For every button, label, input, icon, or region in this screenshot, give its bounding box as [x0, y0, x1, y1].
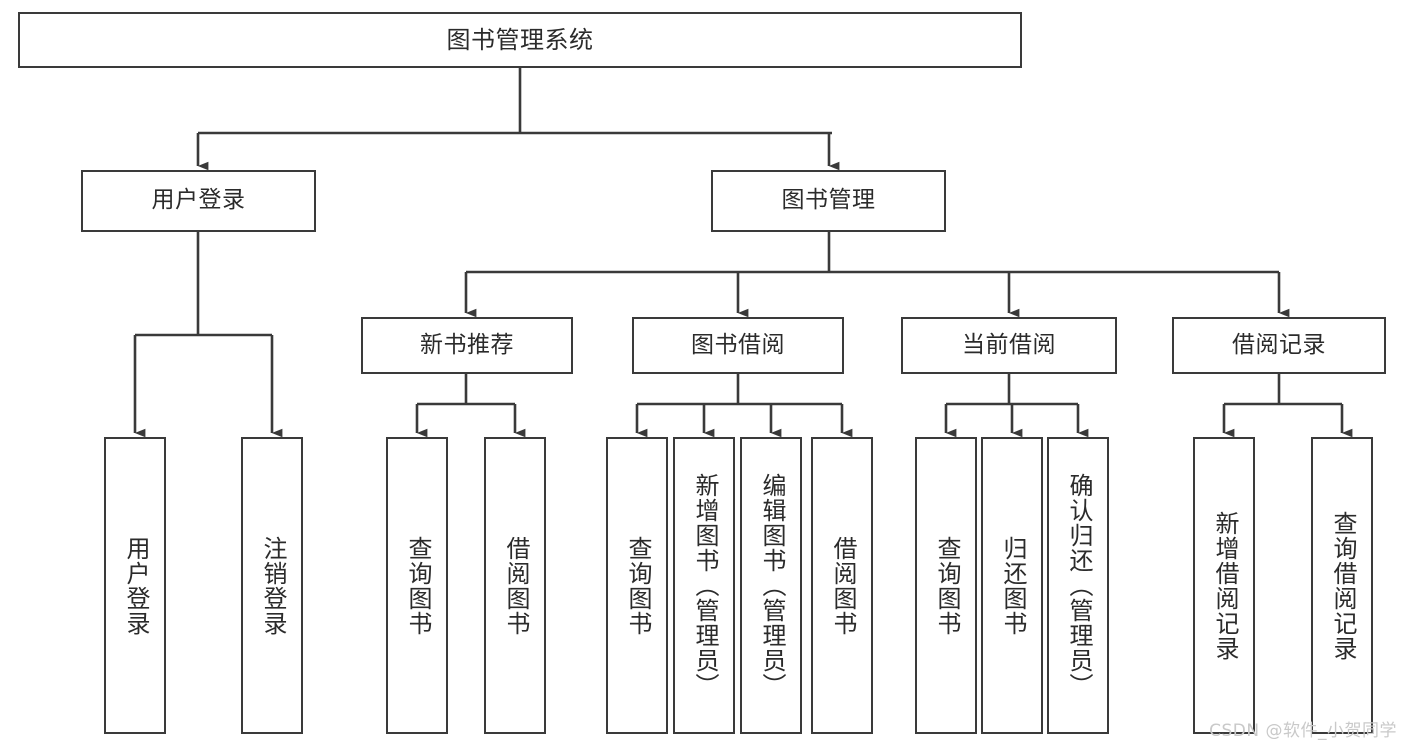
node-leaf-query-book-3[interactable]: 查询图书	[915, 437, 977, 734]
node-leaf-add-book[interactable]: 新增图书（管理员）	[673, 437, 735, 734]
node-label: 新增图书（管理员）	[690, 473, 719, 698]
watermark-text: CSDN @软件_小贺同学	[1209, 721, 1397, 741]
node-borrow-record[interactable]: 借阅记录	[1172, 317, 1386, 374]
node-label: 编辑图书（管理员）	[757, 473, 786, 698]
node-user-login[interactable]: 用户登录	[81, 170, 316, 232]
node-book-management[interactable]: 图书管理	[711, 170, 946, 232]
node-label: 确认归还（管理员）	[1064, 473, 1093, 698]
node-leaf-user-login[interactable]: 用户登录	[104, 437, 166, 734]
node-label: 图书管理	[781, 187, 876, 214]
node-label: 归还图书	[998, 535, 1027, 636]
node-leaf-add-borrow-record[interactable]: 新增借阅记录	[1193, 437, 1255, 734]
node-leaf-borrow-book-1[interactable]: 借阅图书	[484, 437, 546, 734]
node-label: 查询图书	[403, 535, 432, 636]
node-current-borrow[interactable]: 当前借阅	[901, 317, 1117, 374]
node-leaf-logout-login[interactable]: 注销登录	[241, 437, 303, 734]
node-leaf-return-book[interactable]: 归还图书	[981, 437, 1043, 734]
node-label: 查询图书	[623, 535, 652, 636]
node-label: 用户登录	[151, 187, 246, 214]
node-label: 当前借阅	[962, 331, 1056, 358]
node-label: 借阅图书	[501, 535, 530, 636]
node-label: 新书推荐	[420, 331, 514, 358]
node-label: 图书借阅	[691, 331, 785, 358]
node-leaf-query-book-2[interactable]: 查询图书	[606, 437, 668, 734]
node-label: 新增借阅记录	[1210, 510, 1239, 661]
node-new-book-recommend[interactable]: 新书推荐	[361, 317, 573, 374]
node-label: 查询图书	[932, 535, 961, 636]
node-label: 图书管理系统	[446, 25, 594, 54]
node-label: 用户登录	[121, 535, 150, 636]
node-label: 注销登录	[258, 535, 287, 636]
node-leaf-edit-book[interactable]: 编辑图书（管理员）	[740, 437, 802, 734]
node-label: 借阅记录	[1232, 331, 1326, 358]
node-label: 借阅图书	[828, 535, 857, 636]
node-leaf-confirm-return[interactable]: 确认归还（管理员）	[1047, 437, 1109, 734]
node-leaf-query-borrow-record[interactable]: 查询借阅记录	[1311, 437, 1373, 734]
node-label: 查询借阅记录	[1328, 510, 1357, 661]
node-leaf-borrow-book-2[interactable]: 借阅图书	[811, 437, 873, 734]
node-book-borrow[interactable]: 图书借阅	[632, 317, 844, 374]
node-leaf-query-book-1[interactable]: 查询图书	[386, 437, 448, 734]
node-root-system[interactable]: 图书管理系统	[18, 12, 1022, 68]
